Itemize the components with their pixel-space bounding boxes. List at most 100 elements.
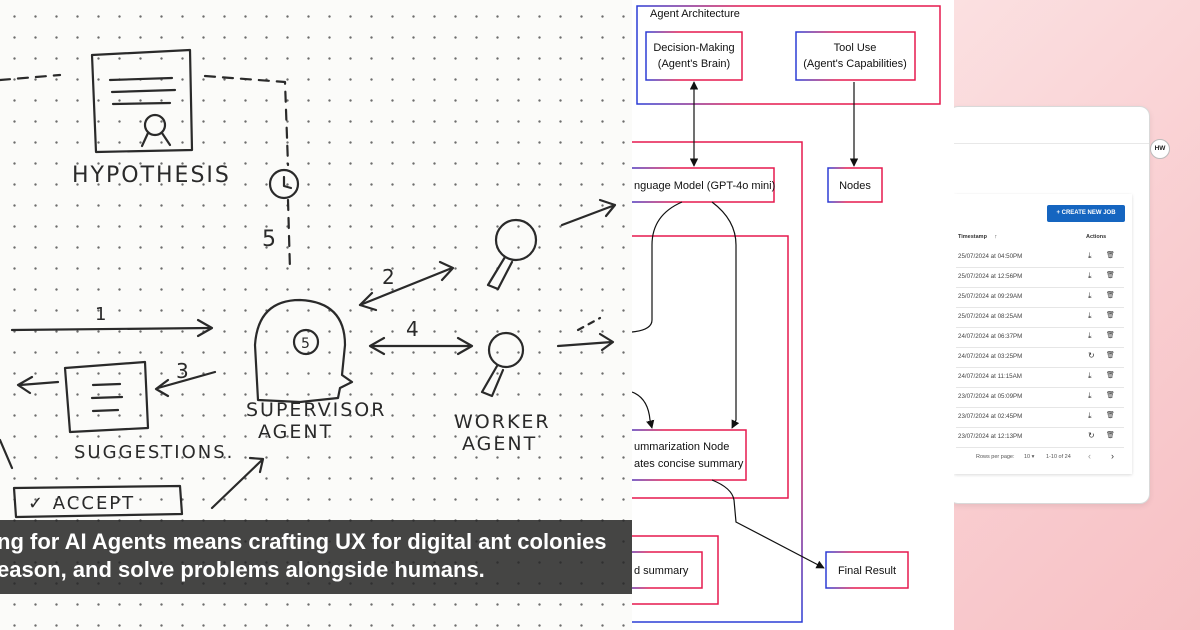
table-row: 23/07/2024 at 12:13PM ↻ 🗑 xyxy=(956,428,1124,448)
magnifier-icon xyxy=(494,218,538,262)
trash-icon[interactable]: 🗑 xyxy=(1106,392,1115,399)
next-page-button[interactable]: › xyxy=(1111,451,1114,461)
summarization-node xyxy=(632,429,747,481)
supervisor-head xyxy=(253,298,354,404)
step-5-label: 5 xyxy=(262,227,278,252)
summary-label: d summary xyxy=(634,565,689,577)
table-row: 25/07/2024 at 04:50PM⤓🗑 xyxy=(956,248,1124,268)
agents-brain-label: (Agent's Brain) xyxy=(658,58,730,70)
trash-icon[interactable]: 🗑 xyxy=(1106,412,1115,419)
user-avatar[interactable]: HW xyxy=(1150,139,1170,159)
final-result-label: Final Result xyxy=(838,565,896,577)
table-row: 23/07/2024 at 02:45PM ⤓ 🗑 xyxy=(956,408,1124,428)
rows-per-page-select[interactable]: 10 ▾ xyxy=(1024,454,1034,460)
agent-architecture-container xyxy=(636,5,941,105)
download-icon[interactable]: ⤓ xyxy=(1088,251,1092,260)
suggestions-label: SUGGESTIONS. xyxy=(74,442,234,463)
row-timestamp: 24/07/2024 at 03:25PM xyxy=(958,353,1023,360)
step-1-label: 1 xyxy=(95,304,108,325)
trash-icon[interactable]: 🗑 xyxy=(1106,372,1115,379)
refresh-icon[interactable]: ↻ xyxy=(1088,431,1095,440)
step-4-label: 4 xyxy=(406,317,421,341)
actions-column-header: Actions xyxy=(1086,234,1107,240)
hypothesis-label: HYPOTHESIS xyxy=(72,163,231,188)
summary-node xyxy=(632,551,703,589)
row-timestamp: 24/07/2024 at 06:37PM xyxy=(958,333,1023,340)
rows-per-page-label: Rows per page: xyxy=(976,454,1015,460)
nodes-label: Nodes xyxy=(839,180,871,192)
create-new-job-button[interactable]: + CREATE NEW JOB xyxy=(1047,205,1125,222)
worker-label-line2: AGENT xyxy=(462,433,537,455)
row-timestamp: 24/07/2024 at 11:15AM xyxy=(958,373,1022,380)
hypothesis-document xyxy=(90,48,194,154)
architecture-diagram: Agent Architecture Decision-Making (Agen… xyxy=(632,5,941,623)
page-range: 1-10 of 24 xyxy=(1046,454,1071,460)
rows-per-page-value: 10 xyxy=(1024,454,1031,460)
decision-making-box xyxy=(645,31,743,81)
diagram-title: Agent Architecture xyxy=(650,8,740,20)
final-result-node xyxy=(825,551,909,589)
download-icon[interactable]: ⤓ xyxy=(1088,331,1092,340)
summary-container xyxy=(632,535,719,605)
tool-use-label: Tool Use xyxy=(834,42,877,54)
magnifier-icon xyxy=(487,331,525,369)
seal-icon xyxy=(143,113,167,137)
architecture-diagram-panel: Agent Architecture Decision-Making (Agen… xyxy=(632,0,954,630)
download-icon[interactable]: ⤓ xyxy=(1088,291,1092,300)
accept-label: ✓ ACCEPT xyxy=(28,493,135,514)
download-icon[interactable]: ⤓ xyxy=(1088,271,1092,280)
arrow-1 xyxy=(10,326,212,332)
supervisor-label-line2: AGENT xyxy=(258,421,333,443)
sketch-panel: HYPOTHESIS 5 2 3 4 1 5 SUPERVISOR AGENT … xyxy=(0,0,632,630)
chevron-down-icon: ▾ xyxy=(1031,454,1035,460)
trash-icon[interactable]: 🗑 xyxy=(1106,272,1115,279)
table-row: 24/07/2024 at 03:25PM ↻ 🗑 xyxy=(956,348,1124,368)
download-icon[interactable]: ⤓ xyxy=(1088,371,1092,380)
suggestions-document xyxy=(63,360,150,434)
table-row: 23/07/2024 at 05:09PM⤓🗑 xyxy=(956,388,1124,408)
download-icon[interactable]: ⤓ xyxy=(1088,311,1092,320)
trash-icon[interactable]: 🗑 xyxy=(1106,292,1115,299)
trash-icon[interactable]: 🗑 xyxy=(1106,312,1115,319)
table-row: 24/07/2024 at 11:15AM ⤓ 🗑 xyxy=(956,368,1124,388)
clock-icon xyxy=(268,168,300,200)
llm-container xyxy=(632,141,803,623)
row-timestamp: 25/07/2024 at 08:25AM xyxy=(958,313,1023,320)
llm-label: nguage Model (GPT-4o mini) xyxy=(634,180,775,192)
trash-icon[interactable]: 🗑 xyxy=(1106,332,1115,339)
caption-line-2: eason, and solve problems alongside huma… xyxy=(0,557,485,582)
nodes-box xyxy=(827,167,883,203)
trash-icon[interactable]: 🗑 xyxy=(1106,352,1115,359)
step-2-label: 2 xyxy=(382,265,397,289)
summarization-desc: ates concise summary xyxy=(634,458,744,470)
summarization-label: ummarization Node xyxy=(634,441,729,453)
sort-arrow-icon: ↑ xyxy=(994,234,998,240)
decision-making-label: Decision-Making xyxy=(653,42,734,54)
arrow-2 xyxy=(358,266,454,307)
accept-box xyxy=(12,484,184,519)
jobs-device-panel: HW + CREATE NEW JOB Timestamp ↑ Actions … xyxy=(954,0,1200,630)
agents-capabilities-label: (Agent's Capabilities) xyxy=(803,58,907,70)
app-header xyxy=(954,107,1149,144)
caption-line-1: ng for AI Agents means crafting UX for d… xyxy=(0,529,607,554)
table-row: 25/07/2024 at 09:29AM ⤓ 🗑 xyxy=(956,288,1124,308)
row-timestamp: 23/07/2024 at 02:45PM xyxy=(958,413,1023,420)
supervisor-label-line1: SUPERVISOR xyxy=(246,399,386,421)
row-timestamp: 25/07/2024 at 09:29AM xyxy=(958,293,1023,300)
worker-label-line1: WORKER xyxy=(454,411,551,433)
download-icon[interactable]: ⤓ xyxy=(1088,391,1092,400)
table-row: 25/07/2024 at 08:25AM ⤓ 🗑 xyxy=(956,308,1124,328)
timestamp-header-label: Timestamp xyxy=(958,234,987,240)
llm-node xyxy=(632,167,775,203)
prev-page-button[interactable]: ‹ xyxy=(1088,451,1091,461)
download-icon[interactable]: ⤓ xyxy=(1088,411,1092,420)
timestamp-column-header[interactable]: Timestamp ↑ xyxy=(958,234,997,240)
table-row: 24/07/2024 at 06:37PM ⤓ 🗑 xyxy=(956,328,1124,348)
inner-container xyxy=(632,235,789,499)
trash-icon[interactable]: 🗑 xyxy=(1106,432,1115,439)
arrow-3 xyxy=(156,370,217,390)
refresh-icon[interactable]: ↻ xyxy=(1088,351,1095,360)
row-timestamp: 23/07/2024 at 12:13PM xyxy=(958,433,1023,440)
caption-bar: ng for AI Agents means crafting UX for d… xyxy=(0,520,632,594)
trash-icon[interactable]: 🗑 xyxy=(1106,252,1115,259)
